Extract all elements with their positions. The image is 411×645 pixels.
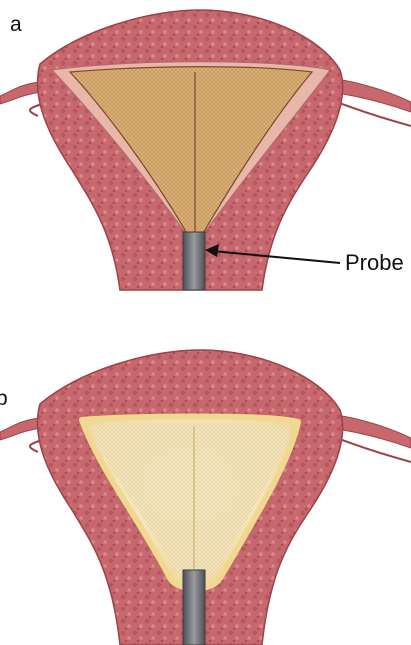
probe-shaft-b (183, 570, 205, 645)
panel-a: a (0, 0, 411, 300)
left-fallopian-tube (0, 82, 42, 104)
left-fallopian-tube-b (0, 418, 42, 440)
panel-b: b (0, 330, 411, 645)
probe-shaft-a (183, 232, 205, 290)
uterus-illustration-b (0, 330, 411, 645)
probe-label: Probe (345, 252, 404, 274)
